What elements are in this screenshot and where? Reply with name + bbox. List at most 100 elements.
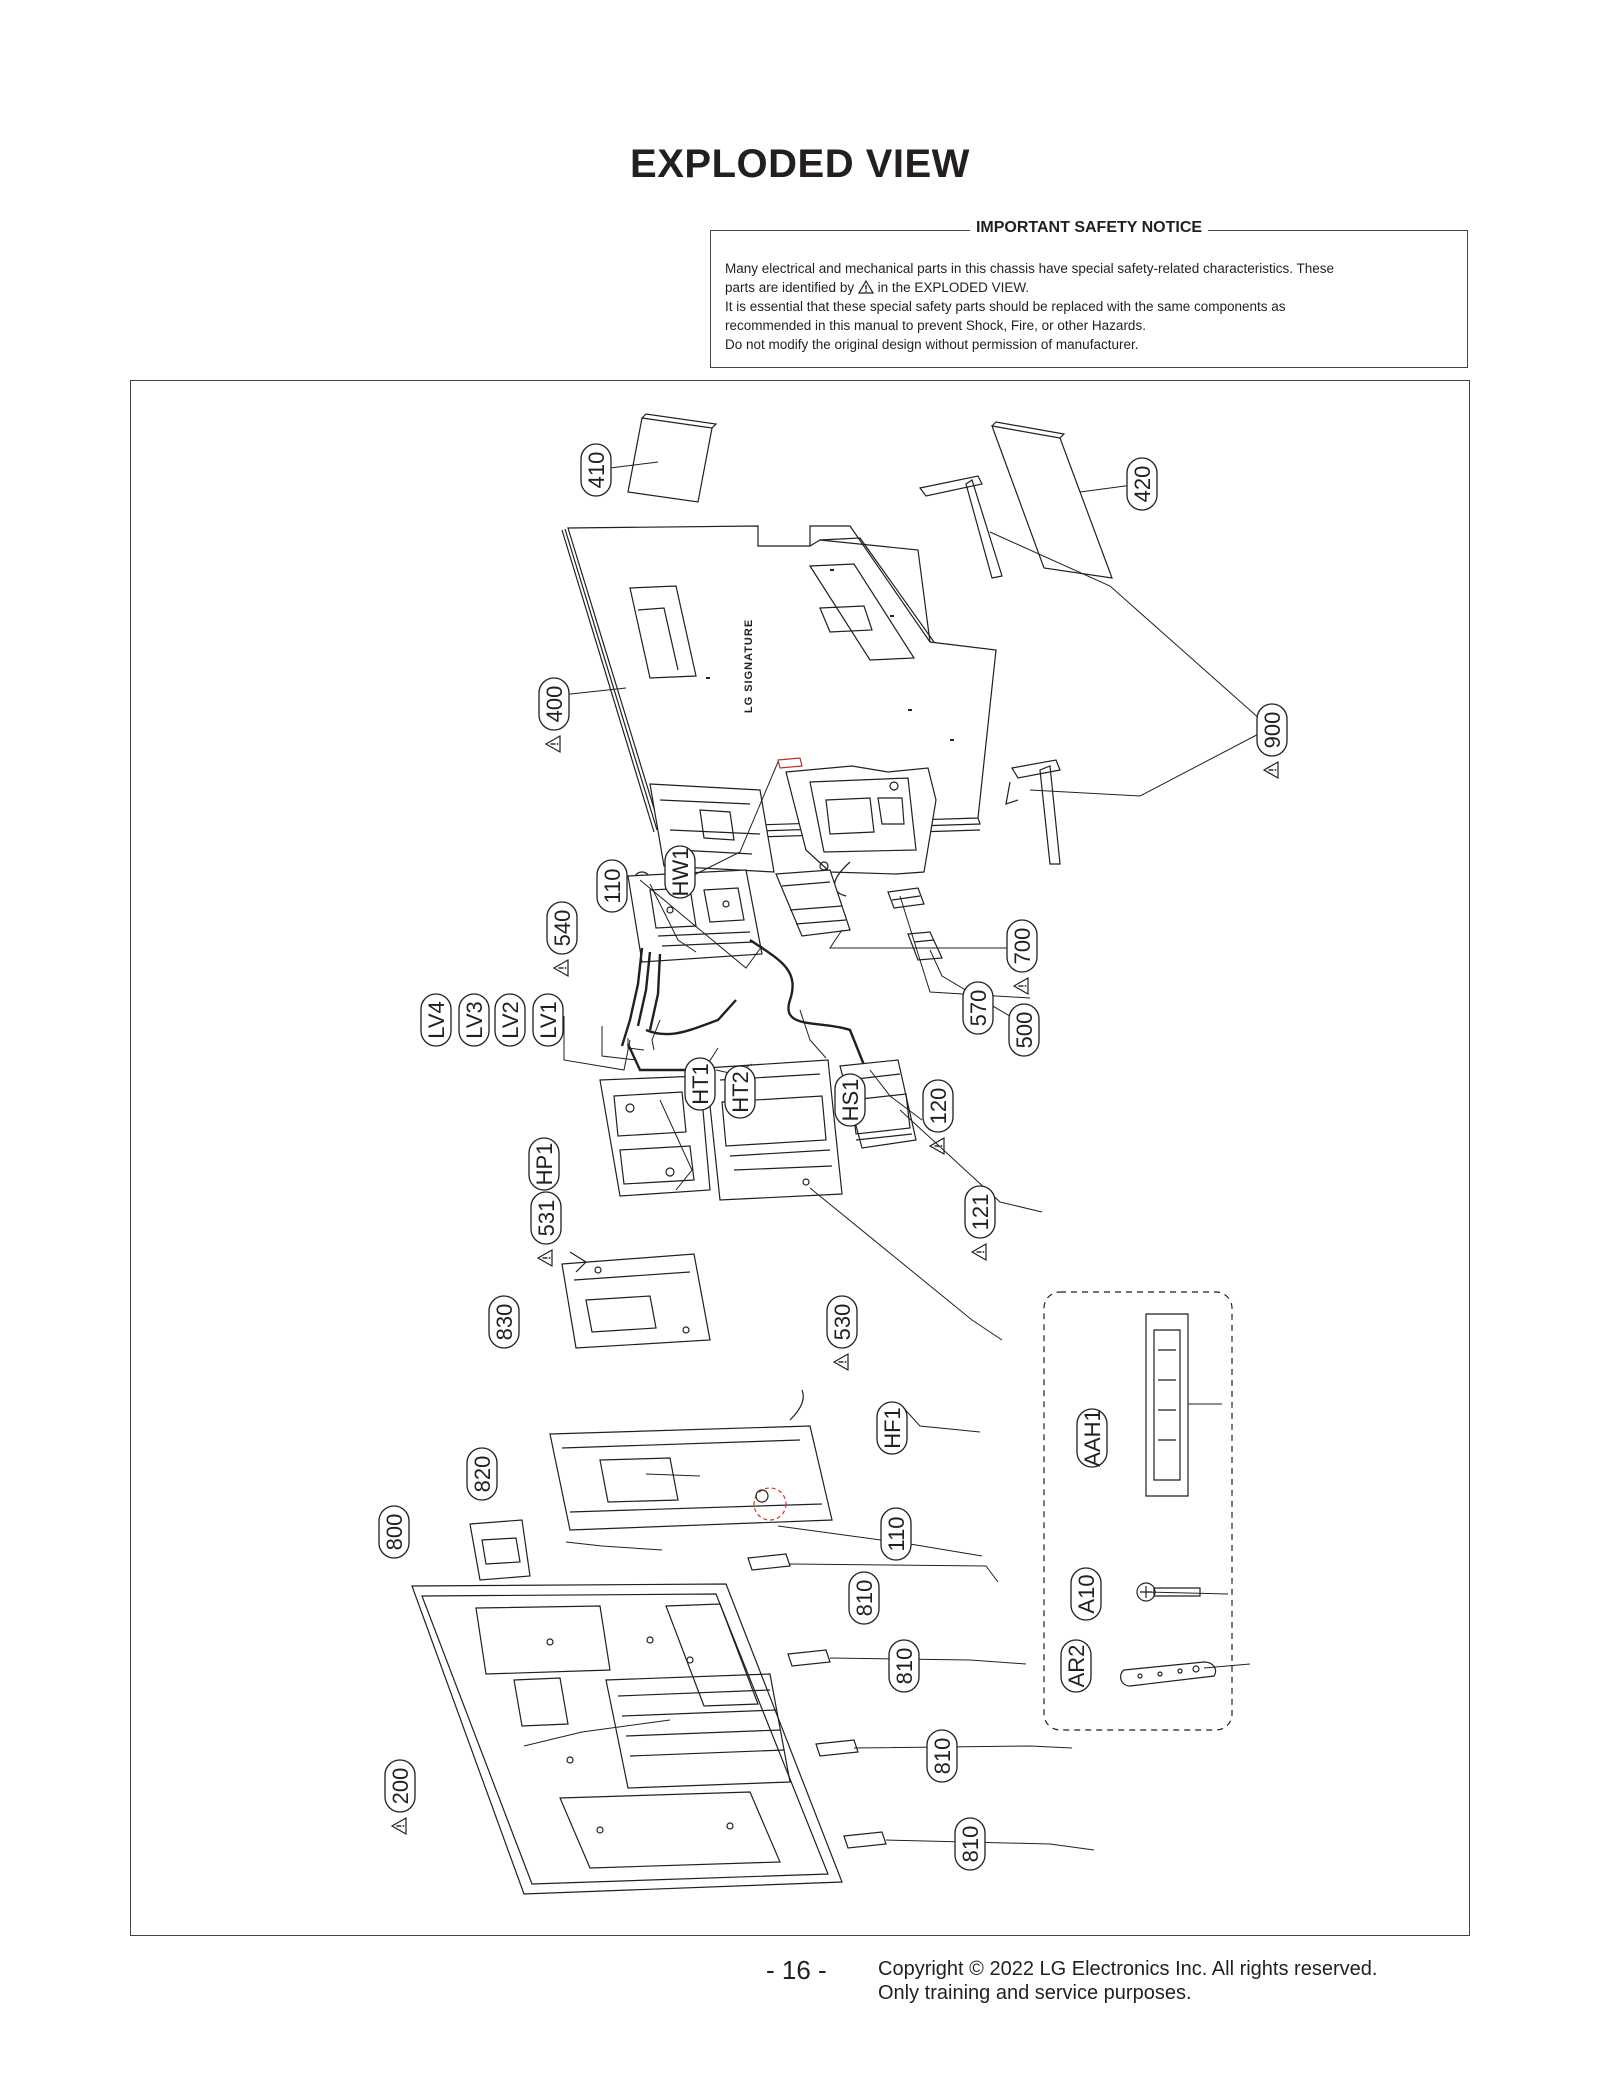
callout-oval xyxy=(494,993,526,1047)
callout-label: 500 xyxy=(1012,1012,1037,1049)
callout-810: 810 xyxy=(926,1729,958,1783)
callout-oval xyxy=(664,845,696,899)
callout-label: 530 xyxy=(830,1304,855,1341)
callout-label: LV4 xyxy=(424,1001,449,1039)
safety-warning-icon xyxy=(928,1136,945,1156)
part-810-d xyxy=(843,1831,887,1849)
safety-warning-icon xyxy=(832,1352,849,1372)
callout-oval xyxy=(962,981,994,1035)
part-570-module xyxy=(887,887,925,909)
callout-label: 540 xyxy=(550,910,575,947)
copyright-line: Copyright © 2022 LG Electronics Inc. All… xyxy=(878,1958,1378,1980)
callout-label: HW1 xyxy=(668,848,693,897)
callout-400: 400 xyxy=(538,677,570,754)
accessory-box xyxy=(1043,1291,1233,1731)
notice-line-2: parts are identified by in the EXPLODED … xyxy=(725,278,1453,297)
callout-label: 121 xyxy=(968,1194,993,1231)
callout-hw1: HW1 xyxy=(664,845,696,899)
safety-notice-body: Many electrical and mechanical parts in … xyxy=(725,259,1453,354)
safety-warning-icon xyxy=(544,734,561,754)
callout-label: 810 xyxy=(930,1738,955,1775)
diagram-frame xyxy=(130,380,1470,1936)
callout-420: 420 xyxy=(1126,457,1158,511)
callout-label: HT2 xyxy=(728,1071,753,1113)
callout-900: 900 xyxy=(1256,703,1288,780)
part-120-power-board xyxy=(775,869,851,937)
callout-410: 410 xyxy=(580,443,612,497)
part-200-rear-frame xyxy=(411,1583,843,1895)
part-810-c xyxy=(815,1739,859,1757)
safety-warning-icon xyxy=(1012,976,1029,996)
callout-820: 820 xyxy=(466,1447,498,1501)
safety-warning-icon xyxy=(552,958,569,978)
callout-810: 810 xyxy=(888,1639,920,1693)
callout-oval xyxy=(1008,1003,1040,1057)
page-number: - 16 - xyxy=(766,1955,827,1985)
cable-harness-lv xyxy=(620,939,872,1081)
callout-oval xyxy=(466,1447,498,1501)
part-810-b xyxy=(787,1649,831,1667)
callout-label: HT1 xyxy=(688,1063,713,1105)
safety-warning-icon xyxy=(970,1242,987,1262)
callout-label: AR2 xyxy=(1064,1645,1089,1688)
notice-line-4: recommended in this manual to prevent Sh… xyxy=(725,318,1146,333)
callout-oval xyxy=(926,1729,958,1783)
callout-label: 570 xyxy=(966,990,991,1027)
callout-label: LV3 xyxy=(462,1001,487,1039)
callout-531: 531 xyxy=(530,1191,562,1268)
callout-label: 810 xyxy=(892,1648,917,1685)
callout-200: 200 xyxy=(384,1759,416,1836)
part-820-frame xyxy=(549,1389,833,1531)
callout-oval xyxy=(458,993,490,1047)
callout-label: A10 xyxy=(1074,1574,1099,1613)
callout-label: LV1 xyxy=(536,1001,561,1039)
safety-notice-box: IMPORTANT SAFETY NOTICE Many electrical … xyxy=(710,219,1468,368)
callout-oval xyxy=(964,1185,996,1239)
callout-110: 110 xyxy=(596,859,628,913)
part-500-module xyxy=(907,931,943,961)
callout-110: 110 xyxy=(880,1507,912,1561)
callout-hp1: HP1 xyxy=(528,1137,560,1191)
part-400-back-cover xyxy=(561,525,997,841)
callout-oval xyxy=(826,1295,858,1349)
callout-ht1: HT1 xyxy=(684,1057,716,1111)
callout-oval xyxy=(488,1295,520,1349)
callout-a10: A10 xyxy=(1070,1567,1102,1621)
callout-700: 700 xyxy=(1006,919,1038,996)
callout-oval xyxy=(724,1065,756,1119)
callout-810: 810 xyxy=(848,1571,880,1625)
notice-line-3: It is essential that these special safet… xyxy=(725,299,1286,314)
part-900-stand-lower xyxy=(1005,759,1061,865)
part-830-shield xyxy=(561,1251,711,1349)
callout-label: 410 xyxy=(584,452,609,489)
safety-warning-icon xyxy=(1262,760,1279,780)
callout-ar2: AR2 xyxy=(1060,1639,1092,1693)
callout-oval xyxy=(888,1639,920,1693)
safety-warning-icon xyxy=(536,1248,553,1268)
notice-line-5: Do not modify the original design withou… xyxy=(725,337,1139,352)
callout-800: 800 xyxy=(378,1505,410,1559)
callout-540: 540 xyxy=(546,901,578,978)
callout-830: 830 xyxy=(488,1295,520,1349)
safety-warning-icon xyxy=(857,280,874,294)
purpose-line: Only training and service purposes. xyxy=(878,1982,1192,2004)
callout-oval xyxy=(420,993,452,1047)
part-aah1 xyxy=(1145,1313,1189,1497)
callout-label: 110 xyxy=(600,868,625,903)
callout-121: 121 xyxy=(964,1185,996,1262)
callout-oval xyxy=(384,1759,416,1813)
callout-oval xyxy=(954,1817,986,1871)
part-810-a xyxy=(747,1553,791,1571)
callout-hf1: HF1 xyxy=(876,1401,908,1455)
part-main-board xyxy=(627,869,763,963)
callout-oval xyxy=(596,859,628,913)
callout-oval xyxy=(538,677,570,731)
callout-oval xyxy=(876,1401,908,1455)
callout-label: 531 xyxy=(534,1200,559,1237)
callout-oval xyxy=(580,443,612,497)
callout-label: HP1 xyxy=(532,1143,557,1186)
callout-oval xyxy=(530,1191,562,1245)
callout-oval xyxy=(528,1137,560,1191)
callout-oval xyxy=(532,993,564,1047)
